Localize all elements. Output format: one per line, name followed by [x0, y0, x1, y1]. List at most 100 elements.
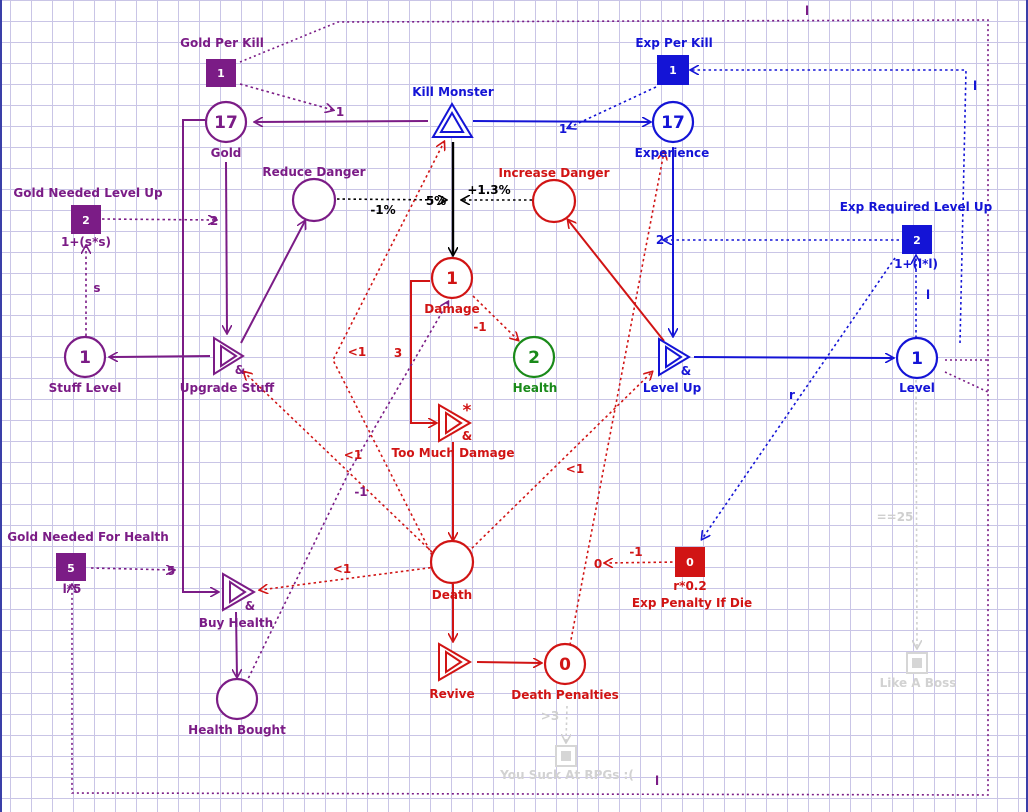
upgrade-stuff-converter[interactable]: & Upgrade Stuff	[180, 336, 275, 395]
five-pct-label: 5%	[426, 194, 446, 208]
gold-pool[interactable]: 17 Gold	[204, 100, 248, 160]
buy-health-converter[interactable]: & Buy Health	[199, 572, 273, 630]
health-bought-label: Health Bought	[188, 723, 286, 737]
health-bought-pool[interactable]: Health Bought	[188, 677, 286, 737]
exp-penalty-value: 0	[686, 556, 694, 569]
gold-needed-level-up-value: 2	[82, 214, 90, 227]
too-much-damage-converter[interactable]: * & Too Much Damage	[392, 401, 515, 460]
levelup-to-level-edge	[693, 357, 893, 358]
stuff-level-value: 1	[79, 348, 91, 368]
gold-value: 17	[214, 113, 238, 133]
reduce-danger-pool[interactable]: Reduce Danger	[262, 165, 366, 223]
gray-state-edges	[566, 379, 917, 742]
like-a-boss-label: Like A Boss	[880, 676, 957, 690]
upgrade-to-reduce-edge	[240, 221, 305, 344]
experience-pool[interactable]: 17 Experience	[635, 100, 710, 160]
experience-value: 17	[661, 113, 685, 133]
l-top-border-label: l	[805, 4, 809, 18]
upgrade-to-stuff-edge	[110, 356, 211, 357]
kill-monster-source[interactable]: Kill Monster	[412, 85, 494, 138]
l-var-top-label: l	[973, 79, 977, 93]
gold-to-upgrade-edge	[226, 161, 227, 333]
damage-value: 1	[446, 269, 458, 289]
increase-danger-pool[interactable]: Increase Danger	[499, 166, 610, 224]
damage-three-label: 3	[394, 346, 402, 360]
gold-needed-for-health-value: 5	[67, 562, 75, 575]
damage-to-toomuch-edge	[410, 280, 436, 423]
health-label: Health	[513, 381, 558, 395]
r-var-label: r	[789, 388, 795, 402]
lt1-d-label: <1	[566, 462, 584, 476]
gold-per-kill-value: 1	[217, 67, 225, 80]
stuff-level-label: Stuff Level	[49, 381, 122, 395]
level-up-converter[interactable]: & Level Up	[643, 337, 702, 395]
gold-needed-for-health-formula: l*5	[63, 582, 82, 596]
gt3-label: >3	[541, 709, 559, 723]
upgrade-stuff-label: Upgrade Stuff	[180, 381, 275, 395]
like-a-boss-end-condition[interactable]: Like A Boss	[880, 652, 957, 690]
exp-penalty-register[interactable]: 0 r*0.2 Exp Penalty If Die	[632, 547, 752, 610]
red-state-edges	[244, 142, 679, 646]
gold-needed-level-up-register[interactable]: 2 Gold Needed Level Up 1+(s*s)	[13, 186, 163, 249]
level-pool[interactable]: 1 Level	[895, 336, 939, 395]
level-up-label: Level Up	[643, 381, 702, 395]
penalty-minus-label: -1	[629, 545, 642, 559]
gold-needed-level-up-formula: 1+(s*s)	[61, 235, 111, 249]
gold-needed-for-health-register[interactable]: 5 Gold Needed For Health l*5	[7, 530, 169, 596]
kill-monster-label: Kill Monster	[412, 85, 494, 99]
penalty-zero-label: 0	[594, 557, 602, 571]
buyhealth-to-bought-edge	[236, 611, 237, 677]
gnl-edge-label: 2	[210, 214, 218, 228]
gpk-edge-label: 1	[336, 105, 344, 119]
damage-minus-label: -1	[473, 320, 486, 334]
death-label: Death	[432, 588, 472, 602]
damage-pool[interactable]: 1 Damage	[424, 256, 480, 316]
black-state-edges	[336, 199, 532, 200]
level-up-and-icon: &	[681, 364, 691, 378]
lt1-a-label: <1	[348, 345, 366, 359]
too-much-damage-star-icon: *	[463, 401, 472, 421]
exp-penalty-formula: r*0.2	[673, 579, 706, 593]
exp-flow-edge	[472, 121, 650, 122]
death-penalties-label: Death Penalties	[511, 688, 618, 702]
l-var-mid-label: l	[926, 288, 930, 302]
exp-per-kill-value: 1	[669, 64, 677, 77]
blue-state-edges	[568, 70, 967, 539]
minus-one-purple-label: -1	[354, 485, 367, 499]
gold-needed-for-health-label: Gold Needed For Health	[7, 530, 169, 544]
gold-per-kill-label: Gold Per Kill	[180, 36, 264, 50]
outer-state-loop	[72, 19, 989, 796]
reduce-minus-label: -1%	[370, 203, 395, 217]
revive-label: Revive	[429, 687, 474, 701]
exp-required-level-up-label: Exp Required Level Up	[840, 200, 993, 214]
death-penalties-value: 0	[559, 655, 571, 675]
stuff-level-pool[interactable]: 1 Stuff Level	[49, 335, 122, 395]
increase-plus-label: +1.3%	[467, 183, 510, 197]
health-pool[interactable]: 2 Health	[513, 335, 558, 395]
exp-penalty-label: Exp Penalty If Die	[632, 596, 752, 610]
s-var-label: s	[93, 281, 100, 295]
gnh-edge-label: 5	[167, 564, 175, 578]
lt1-c-label: <1	[333, 562, 351, 576]
experience-label: Experience	[635, 146, 710, 160]
damage-label: Damage	[424, 302, 479, 316]
death-pool[interactable]: Death	[429, 539, 475, 602]
too-much-damage-label: Too Much Damage	[392, 446, 515, 460]
upgrade-stuff-and-icon: &	[235, 363, 245, 377]
death-penalties-pool[interactable]: 0 Death Penalties	[511, 642, 619, 702]
level-label: Level	[899, 381, 935, 395]
exp-required-level-up-register[interactable]: 2 Exp Required Level Up 1+(l*l)	[840, 200, 993, 271]
eq25-label: ==25	[877, 510, 914, 524]
revive-to-penalties-edge	[476, 662, 541, 663]
exp-per-kill-label: Exp Per Kill	[635, 36, 712, 50]
levelup-to-increase-edge	[568, 220, 665, 342]
revive-converter[interactable]: Revive	[429, 642, 475, 701]
reduce-danger-label: Reduce Danger	[262, 165, 365, 179]
level-value: 1	[911, 349, 923, 369]
gold-needed-level-up-label: Gold Needed Level Up	[13, 186, 163, 200]
gold-per-kill-register[interactable]: 1 Gold Per Kill	[180, 36, 264, 87]
you-suck-end-condition[interactable]: You Suck At RPGs :(	[499, 745, 634, 782]
buy-health-and-icon: &	[245, 599, 255, 613]
exp-per-kill-register[interactable]: 1 Exp Per Kill	[635, 36, 713, 85]
